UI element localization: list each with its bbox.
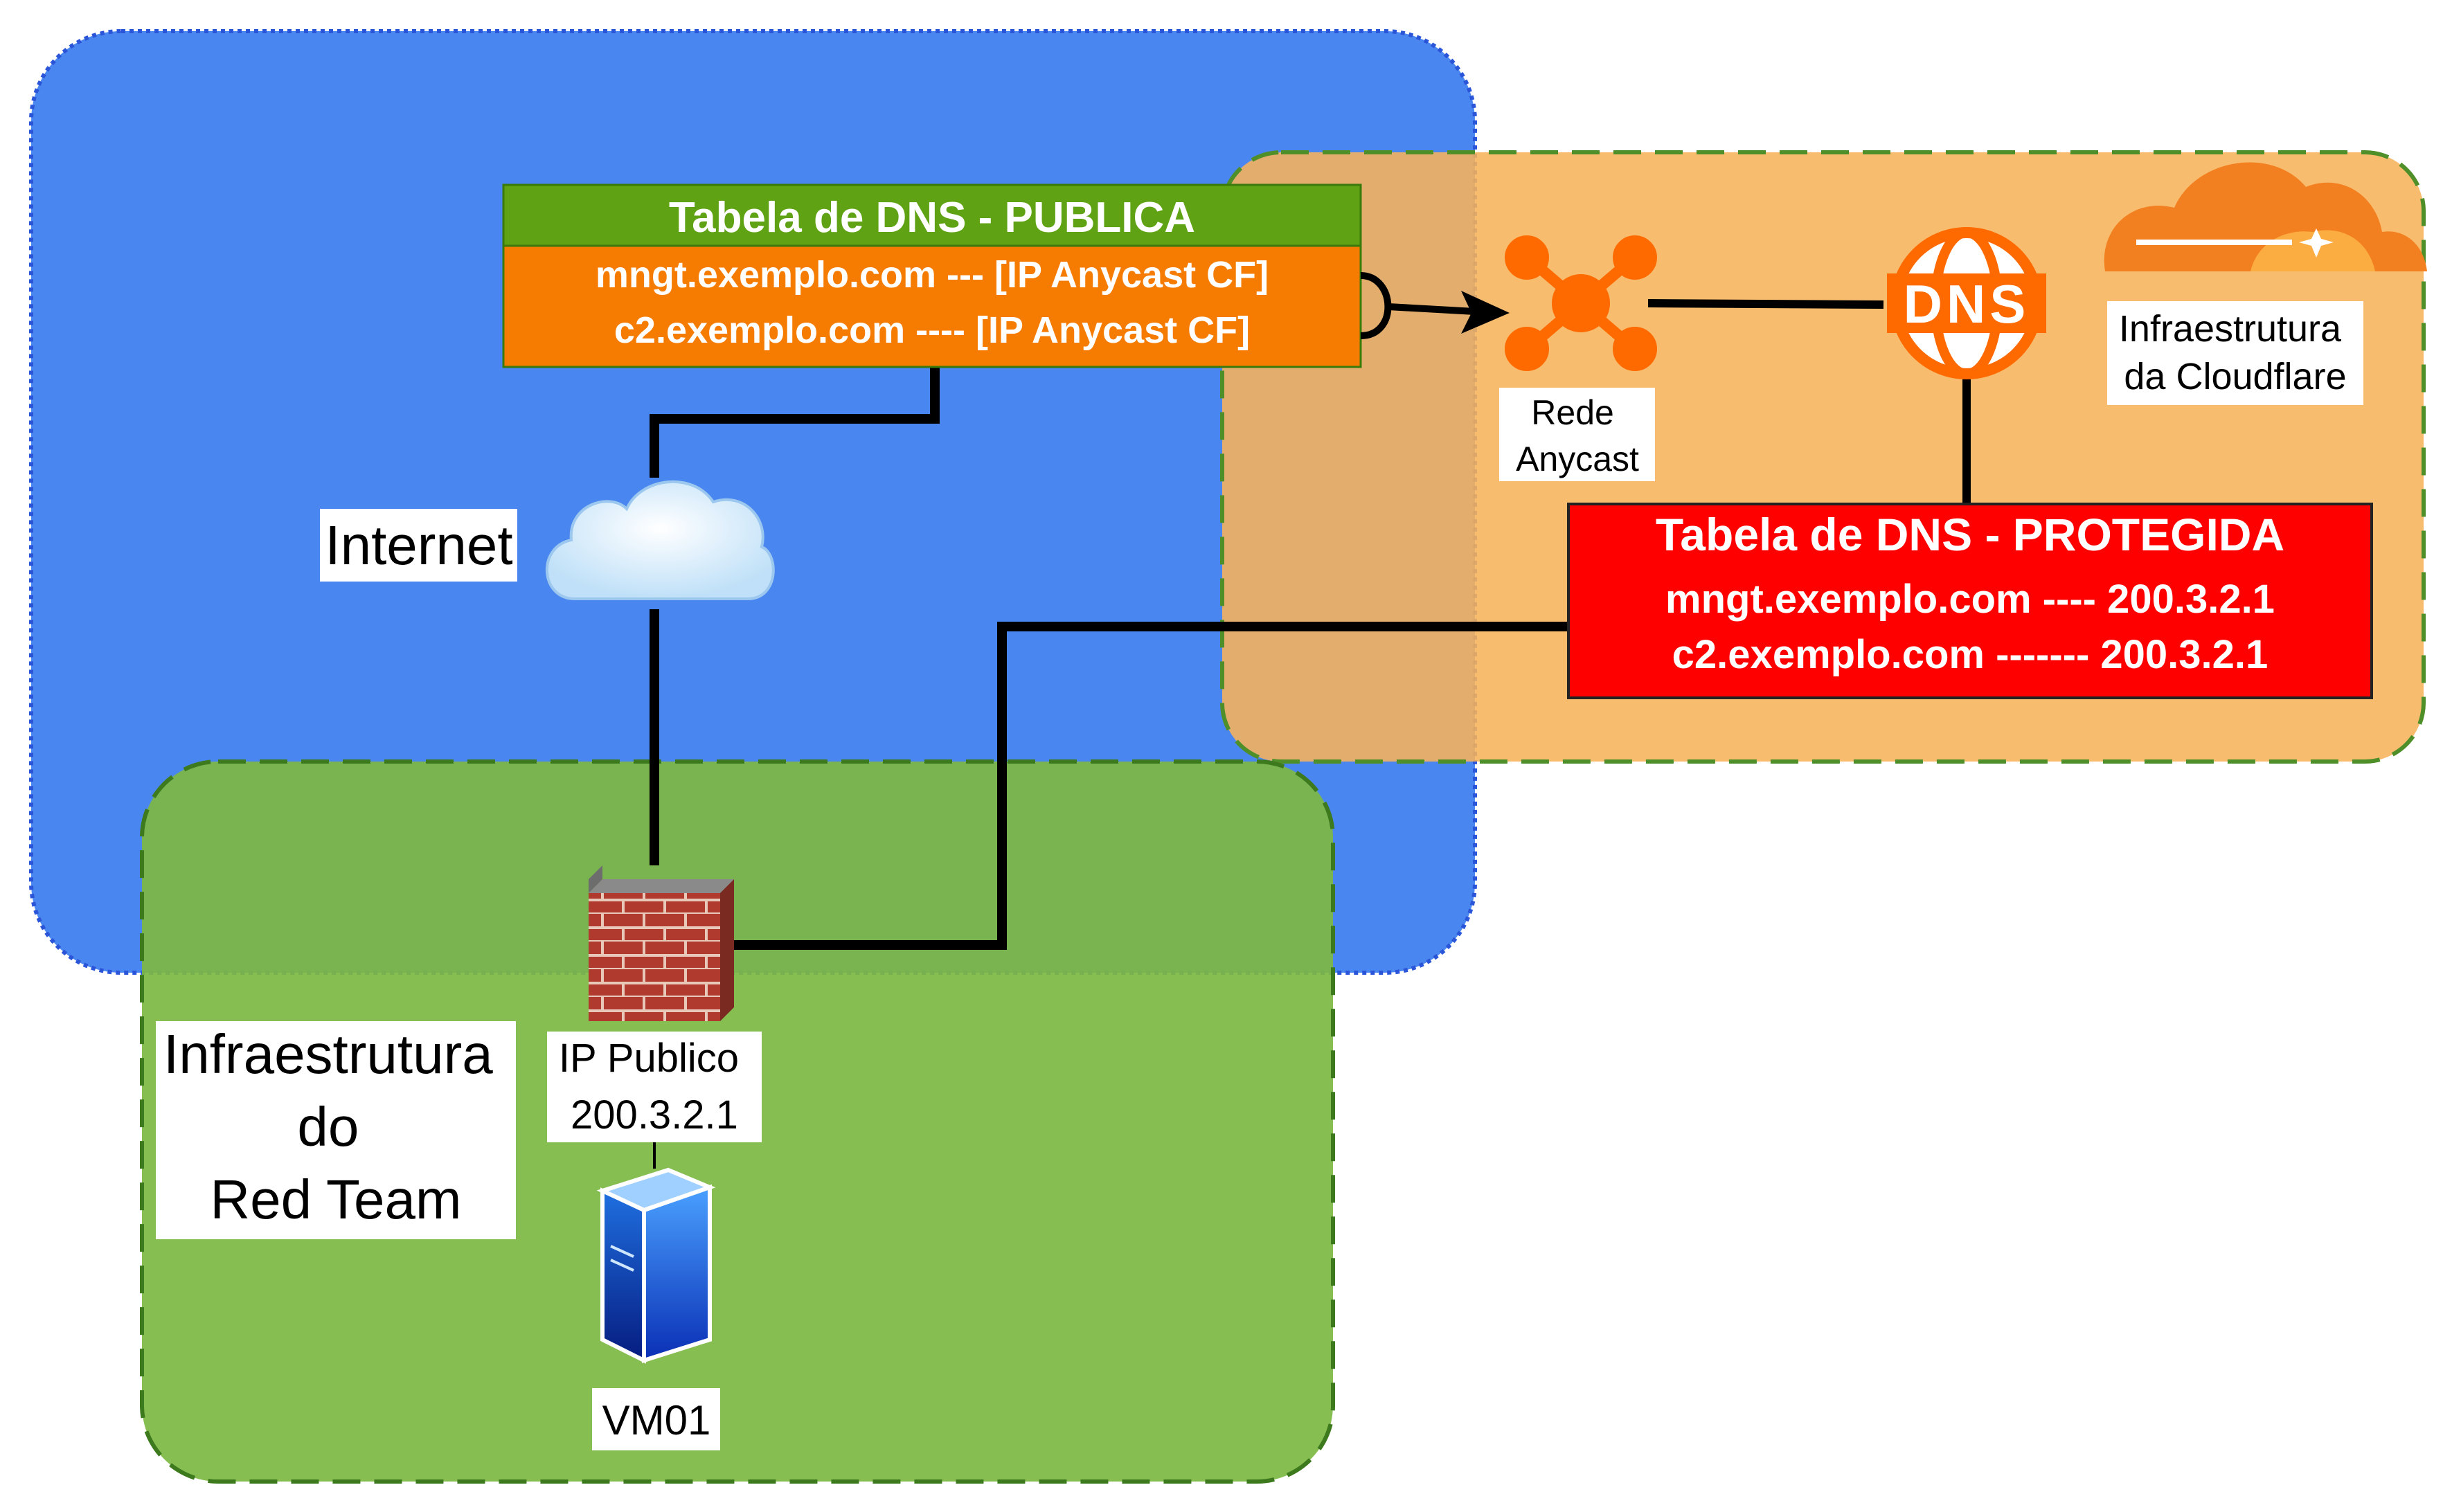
dns-icon-label: DNS [1904,273,2030,334]
vm-label-bg [592,1388,720,1450]
protected-dns-table: Tabela de DNS - PROTEGIDA mngt.exemplo.c… [1567,503,2373,699]
protected-dns-row: mngt.exemplo.com ---- 200.3.2.1 [1665,577,2275,622]
red-team-label-line: Infraestrutura [163,1023,493,1085]
firewall-to-protected-dns-line [731,622,1568,950]
firewall-icon [589,865,734,1021]
anycast-label-line: Rede [1531,393,1614,432]
cloudflare-cloud-icon [2104,162,2427,271]
anycast-label: Rede Anycast [1516,393,1639,478]
red-team-zone-label: Infraestrutura do Red Team [163,1023,508,1230]
arrow-head [1461,291,1510,334]
protected-dns-row: c2.exemplo.com ------- 200.3.2.1 [1672,632,2268,677]
cloudflare-label-line: da Cloudflare [2124,356,2346,397]
network-hub-icon [1505,235,1657,371]
cloud-icon [546,480,775,600]
public-dns-to-internet-line [650,360,940,478]
internet-label-bg [320,509,517,582]
internet-zone-label: Internet [325,514,512,576]
cloudflare-zone-label: Infraestrutura da Cloudflare [2119,308,2352,397]
firewall-label-line: IP Publico [559,1036,739,1081]
dns-globe-icon: DNS [1887,227,2046,379]
red-team-label-bg [156,1021,516,1239]
protected-dns-title: Tabela de DNS - PROTEGIDA [1656,509,2284,560]
red-team-label-line: do [297,1096,359,1158]
red-team-label-line: Red Team [210,1169,461,1230]
public-dns-to-anycast-arrow [1360,272,1392,339]
server-icon [596,1167,716,1364]
public-dns-table: Tabela de DNS - PUBLICA mngt.exemplo.com… [502,183,1362,368]
firewall-label-bg [547,1032,762,1142]
anycast-label-line: Anycast [1516,440,1639,478]
firewall-label: IP Publico 200.3.2.1 [559,1036,750,1137]
firewall-label-line: 200.3.2.1 [571,1092,738,1137]
public-dns-row: c2.exemplo.com ---- [IP Anycast CF] [614,309,1250,351]
anycast-to-dns-line [1647,299,1884,309]
public-dns-row: mngt.exemplo.com --- [IP Anycast CF] [596,254,1269,296]
arrow-shaft [1388,303,1476,315]
anycast-label-bg [1499,388,1655,481]
cloudflare-label-bg [2107,301,2363,405]
vm-label: VM01 [602,1397,711,1443]
cloudflare-label-line: Infraestrutura [2119,308,2342,350]
public-dns-title: Tabela de DNS - PUBLICA [669,194,1195,242]
